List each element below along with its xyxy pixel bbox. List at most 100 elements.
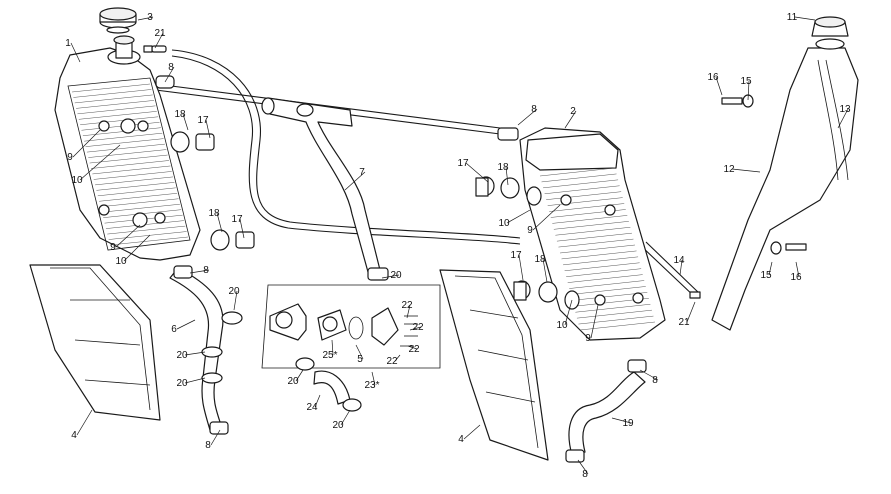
leader-line [564, 110, 577, 129]
core-fin-line [90, 160, 170, 169]
leader-line [794, 16, 816, 21]
leader-line [233, 290, 238, 311]
leader-line [182, 113, 189, 131]
leader-line [295, 369, 304, 382]
bypass-hose-24 [295, 357, 362, 412]
leader-line [184, 351, 206, 356]
part-number-label: 4 [458, 434, 464, 445]
leader-line [532, 204, 561, 231]
core-fin-line [93, 171, 172, 180]
leader-line [406, 304, 411, 319]
part-number-label: 20 [287, 376, 299, 387]
part-number-label: 10 [71, 175, 83, 186]
core-fin-line [543, 179, 619, 189]
core-fin-line [541, 173, 617, 183]
core-fin-line [564, 262, 640, 272]
leader-line [518, 254, 524, 281]
core-fin-line [547, 197, 623, 206]
leader-line [577, 459, 589, 475]
core-fin-line [539, 167, 616, 177]
part-number-label: 6 [171, 324, 177, 335]
leader-line [210, 429, 221, 446]
part-number-label: 20 [332, 420, 344, 431]
core-fin-line [109, 236, 189, 246]
leader-line [239, 218, 245, 239]
leader-line [76, 409, 93, 436]
core-fin-line [76, 100, 155, 109]
leader-line [164, 66, 175, 83]
core-fin-line [88, 149, 167, 158]
core-fin-line [97, 187, 176, 197]
part-number-label: 22 [408, 344, 420, 355]
leader-line [837, 108, 849, 129]
core-fin-line [108, 231, 187, 240]
expansion-tank [689, 16, 859, 331]
leader-line [314, 394, 321, 408]
part-number-label: 25* [322, 350, 337, 361]
core-fin-line [71, 83, 151, 93]
leader-line [465, 162, 489, 183]
core-fin-line [579, 321, 656, 331]
leader-line [331, 339, 334, 356]
leader-line [505, 166, 509, 186]
left-lower-hose [169, 265, 243, 435]
core-fin-line [95, 176, 174, 186]
core-fin-line [86, 143, 165, 153]
leader-line [137, 16, 154, 21]
part-number-labels: 1321818179101817910820620204872022222222… [65, 12, 851, 480]
part-number-label: 20 [176, 378, 188, 389]
part-number-label: 21 [154, 28, 166, 39]
part-number-label: 17 [231, 214, 243, 225]
core-fin-line [558, 238, 634, 248]
left-radiator-core [71, 83, 189, 246]
part-number-label: 1 [65, 38, 71, 49]
core-fin-line [567, 274, 643, 283]
core-fin-line [575, 303, 651, 313]
leader-line [115, 224, 141, 248]
radiator-cap-left [99, 7, 137, 34]
leader-line [795, 261, 800, 278]
core-fin-line [555, 226, 631, 236]
leader-line [79, 144, 121, 181]
core-fin-line [546, 191, 622, 200]
right-lower-hose [565, 359, 647, 463]
leader-line [679, 259, 683, 276]
leader-line [517, 108, 538, 126]
leader-line [184, 377, 206, 384]
part-number-label: 15 [760, 270, 772, 281]
core-fin-line [576, 309, 652, 319]
leader-line [176, 319, 196, 330]
core-fin-line [89, 154, 168, 164]
leader-line [205, 119, 211, 139]
core-fin-line [570, 286, 646, 295]
part-number-label: 10 [556, 320, 568, 331]
part-number-label: 18 [174, 109, 186, 120]
leader-line [747, 80, 750, 101]
part-number-label: 13 [839, 104, 851, 115]
core-fin-line [85, 138, 164, 147]
part-number-label: 8 [531, 104, 537, 115]
core-fin-line [553, 221, 629, 230]
leader-line [715, 76, 723, 96]
leader-line [542, 258, 548, 283]
left-radiator [54, 35, 201, 261]
leader-line [768, 261, 773, 276]
core-fin-line [100, 198, 179, 207]
leader-line [639, 369, 659, 381]
part-number-label: 16 [790, 272, 802, 283]
part-number-label: 9 [67, 152, 73, 163]
part-number-label: 10 [115, 256, 127, 267]
leader-line [216, 212, 223, 233]
leader-line [506, 209, 531, 224]
part-number-label: 16 [707, 72, 719, 83]
part-number-label: 18 [208, 208, 220, 219]
core-fin-line [544, 185, 620, 195]
leader-line [731, 168, 761, 173]
upper-hose [261, 97, 389, 281]
leader-line [394, 354, 401, 362]
leader-line [381, 274, 400, 279]
leader-line [409, 326, 422, 331]
leader-line [463, 424, 481, 440]
core-fin-line [107, 225, 186, 235]
